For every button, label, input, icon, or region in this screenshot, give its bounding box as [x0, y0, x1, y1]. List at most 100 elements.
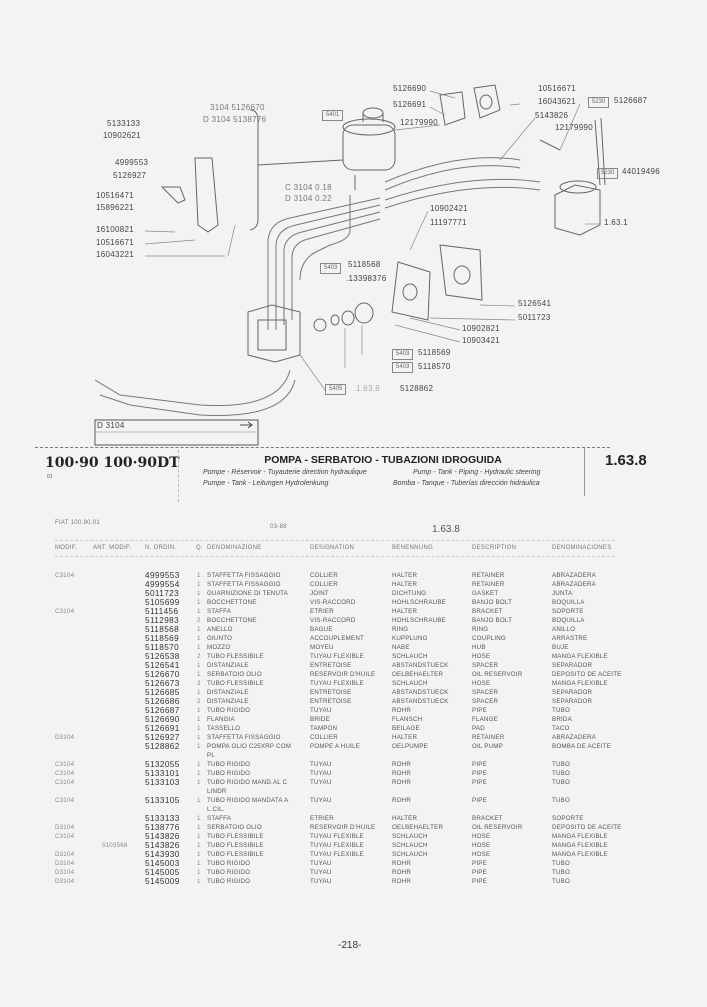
cell-denominazione: STAFFA	[207, 608, 232, 615]
cell-part-number: 5126687	[145, 706, 180, 715]
cell-designation: TUYAU	[310, 878, 332, 885]
cell-quantity: 1	[197, 707, 201, 714]
cell-denominazione: SERBATOIO OLIO	[207, 824, 262, 831]
variant-label: D 3104	[97, 421, 125, 430]
cell-designation: TUYAU	[310, 797, 332, 804]
cell-part-number: 5143826	[145, 832, 180, 841]
cell-description: PIPE	[472, 860, 487, 867]
cell-designation: TUYAU	[310, 770, 332, 777]
part-label: 10902821	[462, 324, 500, 333]
column-header-denominaciones: DENOMINACIONES	[552, 545, 612, 551]
cell-description: PIPE	[472, 770, 487, 777]
model-names: 100·90 100·90DT	[45, 455, 180, 471]
cell-modif: D3104	[55, 734, 75, 741]
cell-quantity: 1	[197, 734, 201, 741]
cell-description: HOSE	[472, 653, 491, 660]
cell-description: HOSE	[472, 842, 491, 849]
cell-denominaciones: BOQUILLA	[552, 599, 585, 606]
cell-designation: TUYAU FLEXIBLE	[310, 851, 364, 858]
group-ref-box: 5403	[320, 263, 342, 274]
cell-designation: ENTRETOISE	[310, 662, 352, 669]
cell-denominaciones: JUNTA	[552, 590, 573, 597]
cell-denominazione: SERBATOIO OLIO	[207, 671, 262, 678]
group-ref-box: 5403	[392, 349, 414, 360]
part-label: 10903421	[462, 336, 500, 345]
cell-description: PIPE	[472, 707, 487, 714]
divider	[35, 447, 610, 448]
list-reference: 1.63.8	[432, 524, 460, 535]
divider	[55, 556, 615, 557]
cell-description: RETAINER	[472, 581, 505, 588]
part-label: 5128862	[400, 384, 434, 393]
part-label: 10902621	[103, 131, 141, 140]
cell-benennung: ABSTANDSTUECK	[392, 698, 449, 705]
part-label: .13398376	[346, 274, 387, 283]
pipes-drawing	[94, 157, 541, 417]
cell-quantity: 1	[197, 581, 201, 588]
cell-quantity: 1	[197, 689, 201, 696]
cell-designation: RESERVOIR D'HUILE	[310, 824, 376, 831]
cell-denominaciones: TUBO	[552, 878, 570, 885]
oil-reservoir-drawing	[342, 107, 396, 190]
cell-designation: ENTRETOISE	[310, 689, 352, 696]
cell-denominaciones: TACO	[552, 725, 570, 732]
cell-part-number: 5143826	[145, 841, 180, 850]
cell-quantity: 2	[197, 698, 201, 705]
plate-drawing	[391, 261, 431, 321]
part-label: 5126690	[393, 84, 427, 93]
cell-modif: D3104	[55, 869, 75, 876]
cell-denominazione: DISTANZIALE	[207, 698, 249, 705]
cell-designation: POMPE A HUILE	[310, 743, 361, 750]
cell-part-number: 5126685	[145, 688, 180, 697]
cell-designation: TUYAU FLEXIBLE	[310, 680, 364, 687]
cell-description: RING	[472, 626, 489, 633]
cell-denominazione-line: TUBO RIGIDO MANDATA A	[207, 797, 289, 804]
cell-description: FLANGE	[472, 716, 498, 723]
cell-part-number: 5133105	[145, 796, 180, 805]
cell-description: RETAINER	[472, 734, 505, 741]
page-number: -218-	[338, 940, 362, 951]
cell-part-number: 5126673	[145, 679, 180, 688]
cell-designation: TUYAU FLEXIBLE	[310, 833, 364, 840]
cell-denominaciones: MANGA FLEXIBLE	[552, 653, 608, 660]
cell-denominaciones: DEPOSITO DE ACEITE	[552, 824, 622, 831]
cell-denominazione: TUBO FLESSIBILE	[207, 851, 264, 858]
cell-designation: RESERVOIR D'HUILE	[310, 671, 376, 678]
exploded-parts-diagram	[94, 84, 606, 446]
cell-designation: JOINT	[310, 590, 329, 597]
cell-benennung: ROHR	[392, 779, 412, 786]
cell-denominazione: STAFFETTA FISSAGGIO	[207, 572, 281, 579]
cell-designation: ETRIER	[310, 608, 334, 615]
cell-benennung: ROHR	[392, 860, 412, 867]
cell-denominazione: MOZZO	[207, 644, 231, 651]
cell-modif: C3104	[55, 797, 75, 804]
group-ref-box: 5230	[588, 97, 610, 108]
cell-denominaciones: TUBO	[552, 779, 570, 786]
cell-benennung: HALTER	[392, 608, 418, 615]
cell-quantity: 1	[197, 797, 201, 804]
cell-designation: BRIDE	[310, 716, 330, 723]
cell-denominaciones: SOPORTE	[552, 608, 584, 615]
cell-description: GASKET	[472, 590, 499, 597]
cell-denominaciones: SEPARADOR	[552, 689, 593, 696]
column-header-modif: MODIF.	[55, 545, 78, 551]
cell-denominazione: TUBO FLESSIBILE	[207, 680, 264, 687]
cell-benennung: ROHR	[392, 797, 412, 804]
cell-denominaciones: BOQUILLA	[552, 617, 585, 624]
cell-denominaciones: TUBO	[552, 869, 570, 876]
part-label: 16043221	[96, 250, 134, 259]
cell-denominaciones: ABRAZADERA	[552, 581, 596, 588]
steering-unit-drawing	[539, 117, 606, 236]
